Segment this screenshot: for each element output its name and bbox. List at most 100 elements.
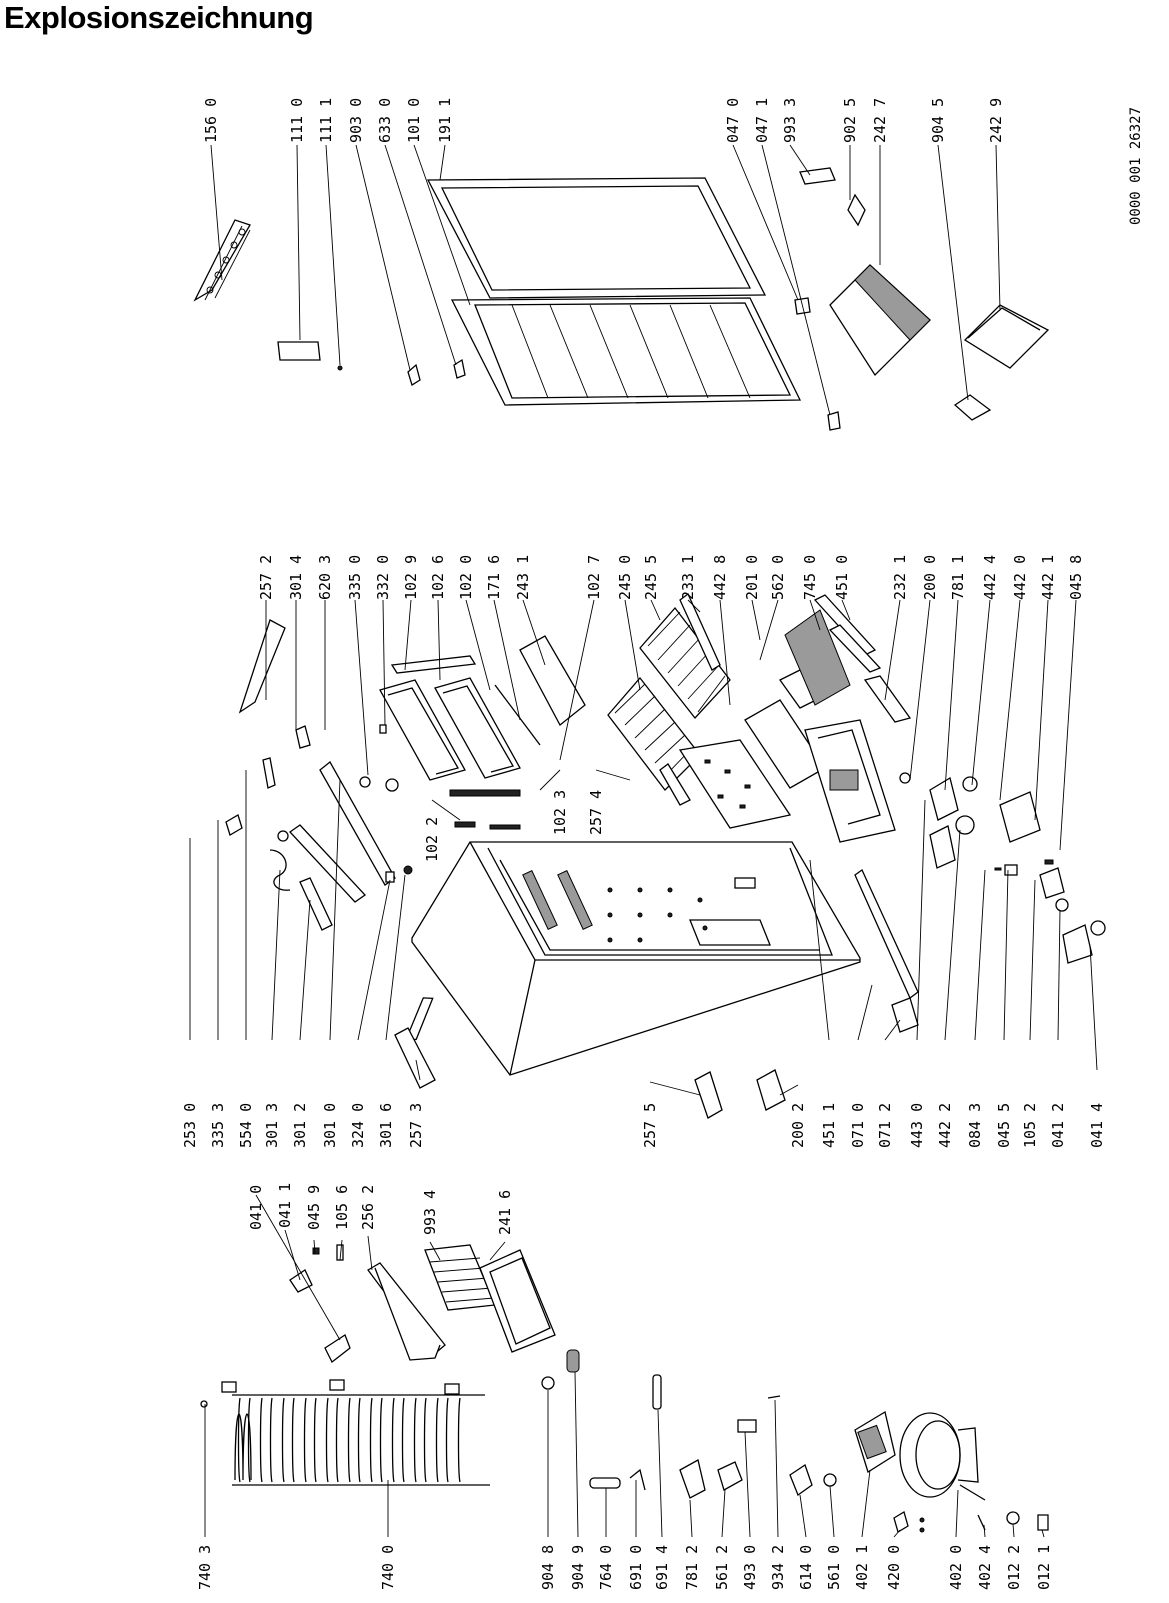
- part-number-label: 420 0: [885, 1545, 903, 1590]
- part-number-label: 200 2: [789, 1103, 807, 1148]
- part-number-label: 332 0: [374, 555, 392, 600]
- part-number-label: 301 6: [377, 1103, 395, 1148]
- part-number-label: 071 0: [849, 1103, 867, 1148]
- part-number-label: 041 0: [247, 1185, 265, 1230]
- part-number-label: 102 2: [423, 817, 441, 862]
- part-number-label: 171 6: [485, 555, 503, 600]
- part-number-label: 620 3: [316, 555, 334, 600]
- part-number-label: 156 0: [202, 98, 220, 143]
- part-number-label: 101 0: [405, 98, 423, 143]
- part-number-label: 562 0: [769, 555, 787, 600]
- part-number-label: 442 1: [1039, 555, 1057, 600]
- part-number-label: 402 1: [853, 1545, 871, 1590]
- page-title: Explosionszeichnung: [4, 0, 314, 35]
- part-number-label: 041 2: [1049, 1103, 1067, 1148]
- door-inner-panel: [450, 297, 802, 406]
- freezer-evaporator: [678, 594, 912, 843]
- evaporator-cover-parts: [289, 1244, 556, 1363]
- part-number-label: 045 9: [305, 1185, 323, 1230]
- part-number-label: 102 0: [457, 555, 475, 600]
- part-number-label: 102 6: [429, 555, 447, 600]
- part-number-label: 045 8: [1067, 555, 1085, 600]
- cabinet: [411, 841, 861, 1076]
- part-number-label: 561 0: [825, 1545, 843, 1590]
- thermostat-parts: [929, 776, 1106, 964]
- part-number-label: 903 0: [347, 98, 365, 143]
- part-number-label: 442 2: [936, 1103, 954, 1148]
- part-number-label: 045 5: [995, 1103, 1013, 1148]
- part-number-label: 041 1: [276, 1183, 294, 1228]
- part-number-label: 105 6: [333, 1185, 351, 1230]
- part-number-label: 781 2: [683, 1545, 701, 1590]
- part-number-label: 904 9: [569, 1545, 587, 1590]
- part-number-label: 335 0: [346, 555, 364, 600]
- part-number-label: 554 0: [237, 1103, 255, 1148]
- crisper-drawers: [359, 635, 586, 830]
- part-number-label: 047 1: [753, 98, 771, 143]
- freezer-baskets: [799, 167, 1050, 421]
- part-number-label: 111 1: [317, 98, 335, 143]
- part-number-label: 256 2: [359, 1185, 377, 1230]
- leader-lines: [189, 144, 1098, 1538]
- part-number-label: 691 0: [627, 1545, 645, 1590]
- part-number-label: 105 2: [1021, 1103, 1039, 1148]
- part-number-label: 324 0: [349, 1103, 367, 1148]
- door-small-parts: [277, 297, 841, 431]
- part-number-label: 691 4: [653, 1545, 671, 1590]
- part-number-label: 902 5: [841, 98, 859, 143]
- small-parts-left: [541, 1349, 1049, 1533]
- part-number-label: 047 0: [724, 98, 742, 143]
- part-number-label: 242 7: [871, 98, 889, 143]
- part-number-labels: 740 3 740 0 904 8 904 9 764 0 691 0 691 4 781 2…: [181, 98, 1106, 1590]
- part-number-label: 301 4: [287, 555, 305, 600]
- part-number-label: 301 3: [263, 1103, 281, 1148]
- part-number-label: 201 0: [743, 555, 761, 600]
- part-number-label: 084 3: [966, 1103, 984, 1148]
- part-number-label: 561 2: [713, 1545, 731, 1590]
- condenser-coil: [200, 1379, 490, 1486]
- part-number-label: 633 0: [376, 98, 394, 143]
- part-number-label: 102 7: [585, 555, 603, 600]
- part-number-label: 764 0: [597, 1545, 615, 1590]
- part-number-label: 012 2: [1005, 1545, 1023, 1590]
- part-number-label: 012 1: [1035, 1545, 1053, 1590]
- part-number-label: 257 5: [641, 1103, 659, 1148]
- part-number-label: 253 0: [181, 1103, 199, 1148]
- part-number-label: 451 1: [820, 1103, 838, 1148]
- part-number-label: 443 0: [908, 1103, 926, 1148]
- part-number-label: 493 0: [741, 1545, 759, 1590]
- part-number-label: 442 8: [711, 555, 729, 600]
- part-number-label: 200 0: [921, 555, 939, 600]
- part-number-label: 243 1: [514, 555, 532, 600]
- part-number-label: 451 0: [833, 555, 851, 600]
- part-number-label: 904 8: [539, 1545, 557, 1590]
- part-number-label: 041 4: [1088, 1103, 1106, 1148]
- door-gasket: [426, 177, 767, 299]
- grid-shelves: [607, 592, 731, 806]
- part-number-label: 335 3: [209, 1103, 227, 1148]
- part-number-label: 904 5: [929, 98, 947, 143]
- part-number-label: 102 3: [551, 790, 569, 835]
- part-number-label: 993 4: [421, 1190, 439, 1235]
- part-number-label: 402 4: [976, 1545, 994, 1590]
- part-number-label: 245 5: [642, 555, 660, 600]
- part-number-label: 740 0: [379, 1545, 397, 1590]
- part-number-label: 111 0: [288, 98, 306, 143]
- part-number-label: 102 9: [402, 555, 420, 600]
- drawing-number: 0000 001 26327: [1128, 107, 1144, 225]
- part-number-label: 257 2: [257, 555, 275, 600]
- compressor: [899, 1412, 986, 1501]
- part-number-label: 301 2: [291, 1103, 309, 1148]
- part-number-label: 191 1: [436, 98, 454, 143]
- part-number-label: 241 6: [496, 1190, 514, 1235]
- part-number-label: 245 0: [616, 555, 634, 600]
- part-number-label: 993 3: [781, 98, 799, 143]
- part-number-label: 301 0: [321, 1103, 339, 1148]
- door-rails: [225, 619, 919, 1042]
- part-number-label: 442 4: [981, 555, 999, 600]
- part-number-label: 740 3: [196, 1545, 214, 1590]
- part-number-label: 745 0: [801, 555, 819, 600]
- bottom-rails: [394, 997, 919, 1119]
- part-number-label: 442 0: [1011, 555, 1029, 600]
